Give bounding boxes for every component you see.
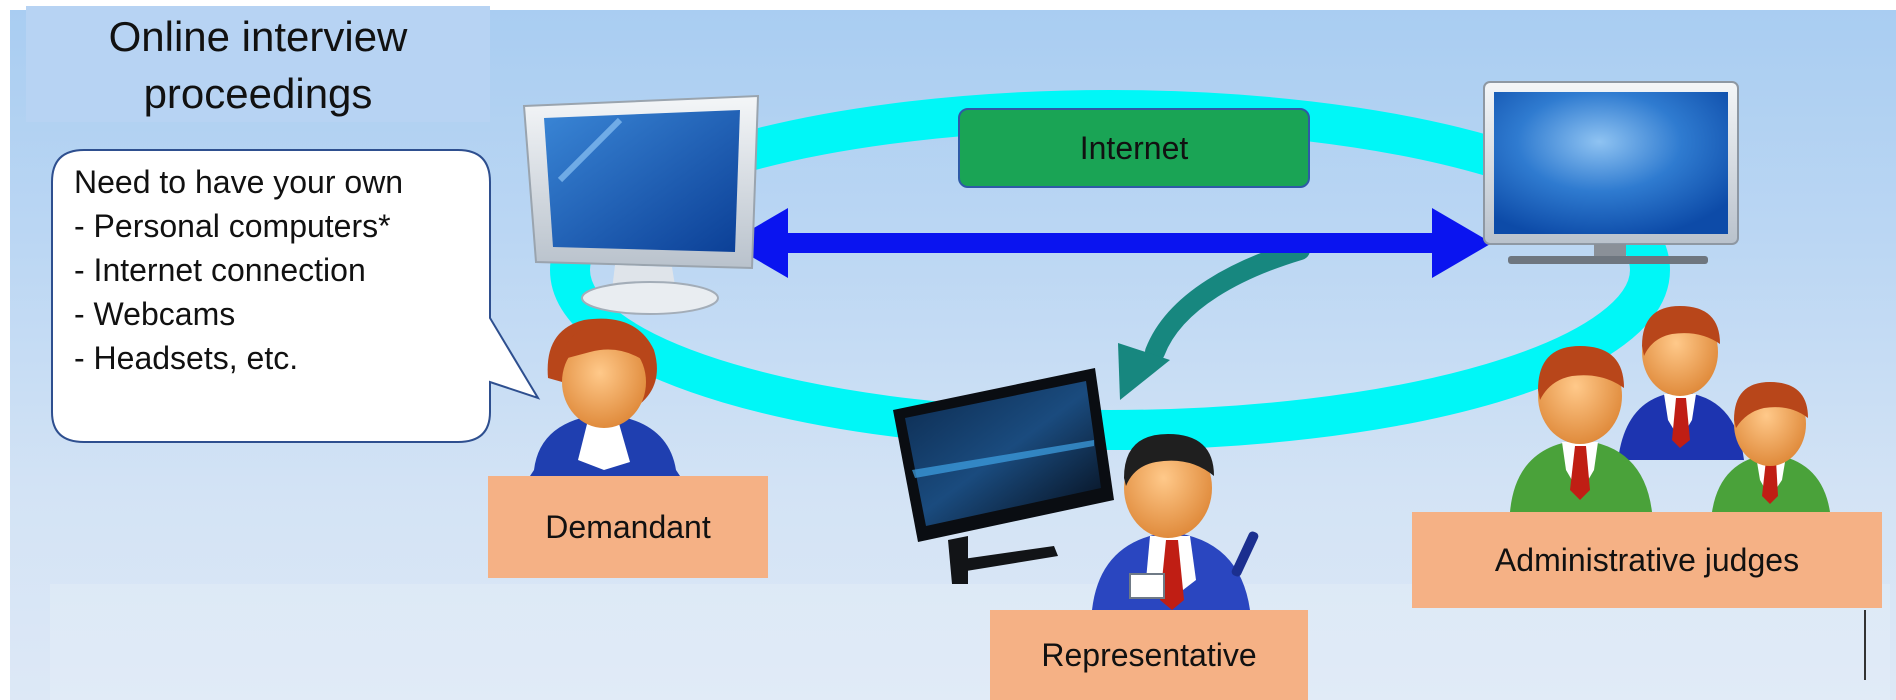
diagram-title: Online interview proceedings [108,13,408,117]
edge-divider [1864,610,1866,680]
demandant-label: Demandant [488,476,768,578]
double-arrow-icon [728,208,1492,278]
person-icon [530,318,680,476]
internet-label: Internet [958,108,1310,188]
callout-text: Need to have your own - Personal compute… [74,164,404,376]
person-icon [1618,306,1744,460]
person-icon [1712,382,1830,512]
monitor-icon [522,94,760,315]
representative-label: Representative [990,610,1308,700]
curved-arrow-icon [1118,240,1310,400]
title-panel [26,6,490,122]
monitor-icon [893,368,1114,584]
person-icon [1510,346,1652,512]
judges-label: Administrative judges [1412,512,1882,608]
monitor-icon [1483,81,1739,264]
person-icon [1092,434,1259,610]
